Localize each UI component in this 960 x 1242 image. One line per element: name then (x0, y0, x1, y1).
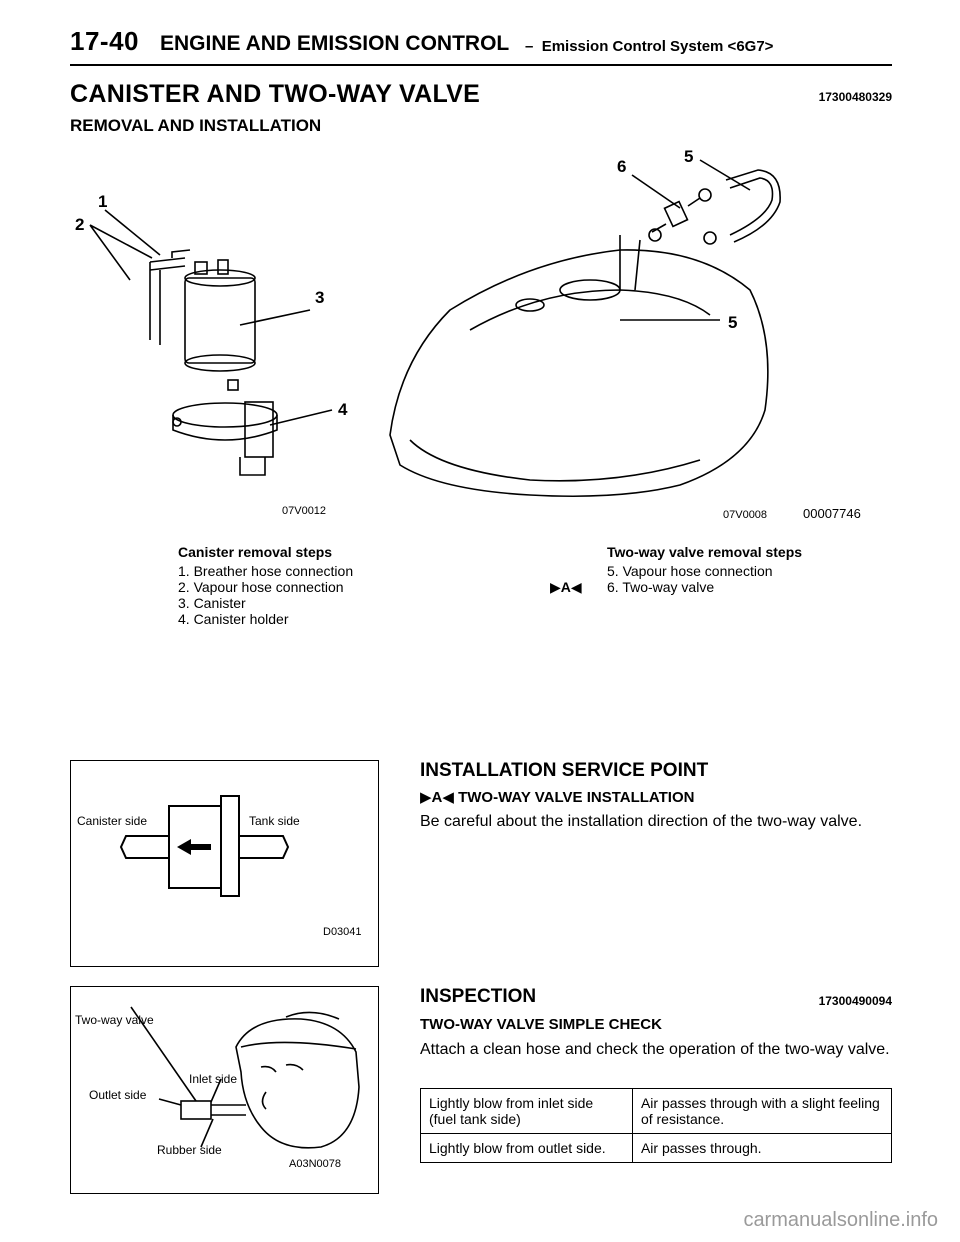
callout-3: 3 (315, 288, 324, 307)
canister-steps-heading: Canister removal steps (178, 544, 333, 560)
leader-1 (104, 209, 161, 256)
canister-drawing (149, 249, 256, 372)
table-cell: Air passes through with a slight feeling… (631, 1088, 893, 1134)
two-way-valve-drawing (648, 169, 781, 245)
leader-rubber (200, 1118, 214, 1148)
page-number: 17-40 (70, 26, 139, 56)
valve-direction-svg: Canister side Tank side D03041 (77, 795, 362, 938)
subtitle-text: Emission Control System <6G7> (541, 38, 774, 55)
installation-title: INSTALLATION SERVICE POINT (420, 760, 709, 781)
table-row: Lightly blow from inlet side (fuel tank … (420, 1088, 893, 1134)
leader-inlet (210, 1078, 222, 1103)
section-code: 17300480329 (818, 90, 892, 104)
leader-valve (130, 1006, 197, 1102)
table-cell: Lightly blow from outlet side. (420, 1133, 633, 1163)
leader-5a (699, 159, 751, 191)
figure-code: D03041 (323, 926, 362, 938)
chapter-title: ENGINE AND EMISSION CONTROL (160, 32, 510, 55)
list-item: 3. Canister (178, 595, 246, 611)
leader-outlet (158, 1098, 182, 1106)
tank-side-label: Tank side (249, 814, 300, 828)
inspection-table: Lightly blow from inlet side (fuel tank … (420, 1088, 893, 1163)
canister-valve-diagram: 1 2 3 4 6 5 5 07V0012 07V0008 00007746 (75, 147, 861, 521)
list-item: 1. Breather hose connection (178, 563, 354, 579)
nose (261, 1091, 267, 1110)
flow-arrow (177, 839, 211, 855)
callout-1: 1 (98, 192, 107, 211)
list-item: 6. Two-way valve (607, 579, 715, 595)
figure-code: A03N0078 (289, 1158, 341, 1170)
list-item: 4. Canister holder (178, 611, 289, 627)
callout-6: 6 (617, 157, 626, 176)
callout-5b: 5 (728, 313, 737, 332)
title-separator: – (525, 38, 534, 55)
valve-check-svg: Two-way valve Inlet side Outlet side Rub… (75, 1006, 360, 1170)
rubber-side-label: Rubber side (157, 1143, 222, 1157)
watermark: carmanualsonline.info (743, 1209, 938, 1231)
inspection-title: INSPECTION (420, 986, 537, 1007)
table-row: Lightly blow from outlet side. Air passe… (420, 1133, 893, 1163)
valve-direction-figure: Canister side Tank side D03041 (70, 760, 379, 967)
inspection-text: Attach a clean hose and check the operat… (420, 1041, 890, 1058)
cap-top (285, 1011, 340, 1020)
canister-steps-list: 1. Breather hose connection 2. Vapour ho… (178, 563, 353, 627)
service-point-marker: ▶A◀ (550, 579, 582, 595)
leader-3 (239, 309, 311, 326)
callout-5a: 5 (684, 147, 693, 166)
list-item: 5. Vapour hose connection (607, 563, 773, 579)
outlet-side-label: Outlet side (89, 1088, 147, 1102)
check-title: TWO-WAY VALVE SIMPLE CHECK (420, 1016, 662, 1033)
section-subtitle: REMOVAL AND INSTALLATION (70, 116, 322, 135)
leader-2 (89, 224, 153, 281)
chapter-subtitle: – Emission Control System <6G7> (525, 38, 773, 55)
valve-check-figure: Two-way valve Inlet side Outlet side Rub… (70, 986, 379, 1194)
leader-4 (269, 409, 333, 426)
inspection-code: 17300490094 (818, 994, 892, 1008)
canister-holder-drawing (172, 379, 278, 476)
fig-left-code: 07V0012 (282, 505, 326, 517)
eyes (260, 1063, 304, 1073)
hose (211, 1104, 246, 1116)
table-cell: Lightly blow from inlet side (fuel tank … (420, 1088, 633, 1134)
valve-steps-heading: Two-way valve removal steps (607, 544, 803, 560)
installation-text: Be careful about the installation direct… (420, 813, 863, 830)
canister-side-label: Canister side (77, 814, 147, 828)
inlet-side-label: Inlet side (189, 1072, 237, 1086)
person-head (235, 1018, 360, 1149)
callout-2: 2 (75, 215, 84, 234)
list-item: 2. Vapour hose connection (178, 579, 344, 595)
fuel-tank-drawing (389, 235, 769, 498)
cap-brim (240, 1041, 357, 1050)
valve-body (180, 1100, 212, 1120)
table-cell: Air passes through. (631, 1133, 893, 1163)
header-rule (70, 64, 892, 66)
installation-point: ▶A◀ TWO-WAY VALVE INSTALLATION (420, 789, 695, 806)
callout-4: 4 (338, 400, 348, 419)
section-title: CANISTER AND TWO-WAY VALVE (70, 80, 481, 108)
leader-6 (631, 174, 681, 209)
valve-steps-list: 5. Vapour hose connection 6. Two-way val… (607, 563, 773, 595)
two-way-valve-label: Two-way valve (75, 1013, 154, 1027)
fig-right-code: 07V0008 (723, 509, 767, 521)
fig-ref: 00007746 (803, 506, 861, 521)
